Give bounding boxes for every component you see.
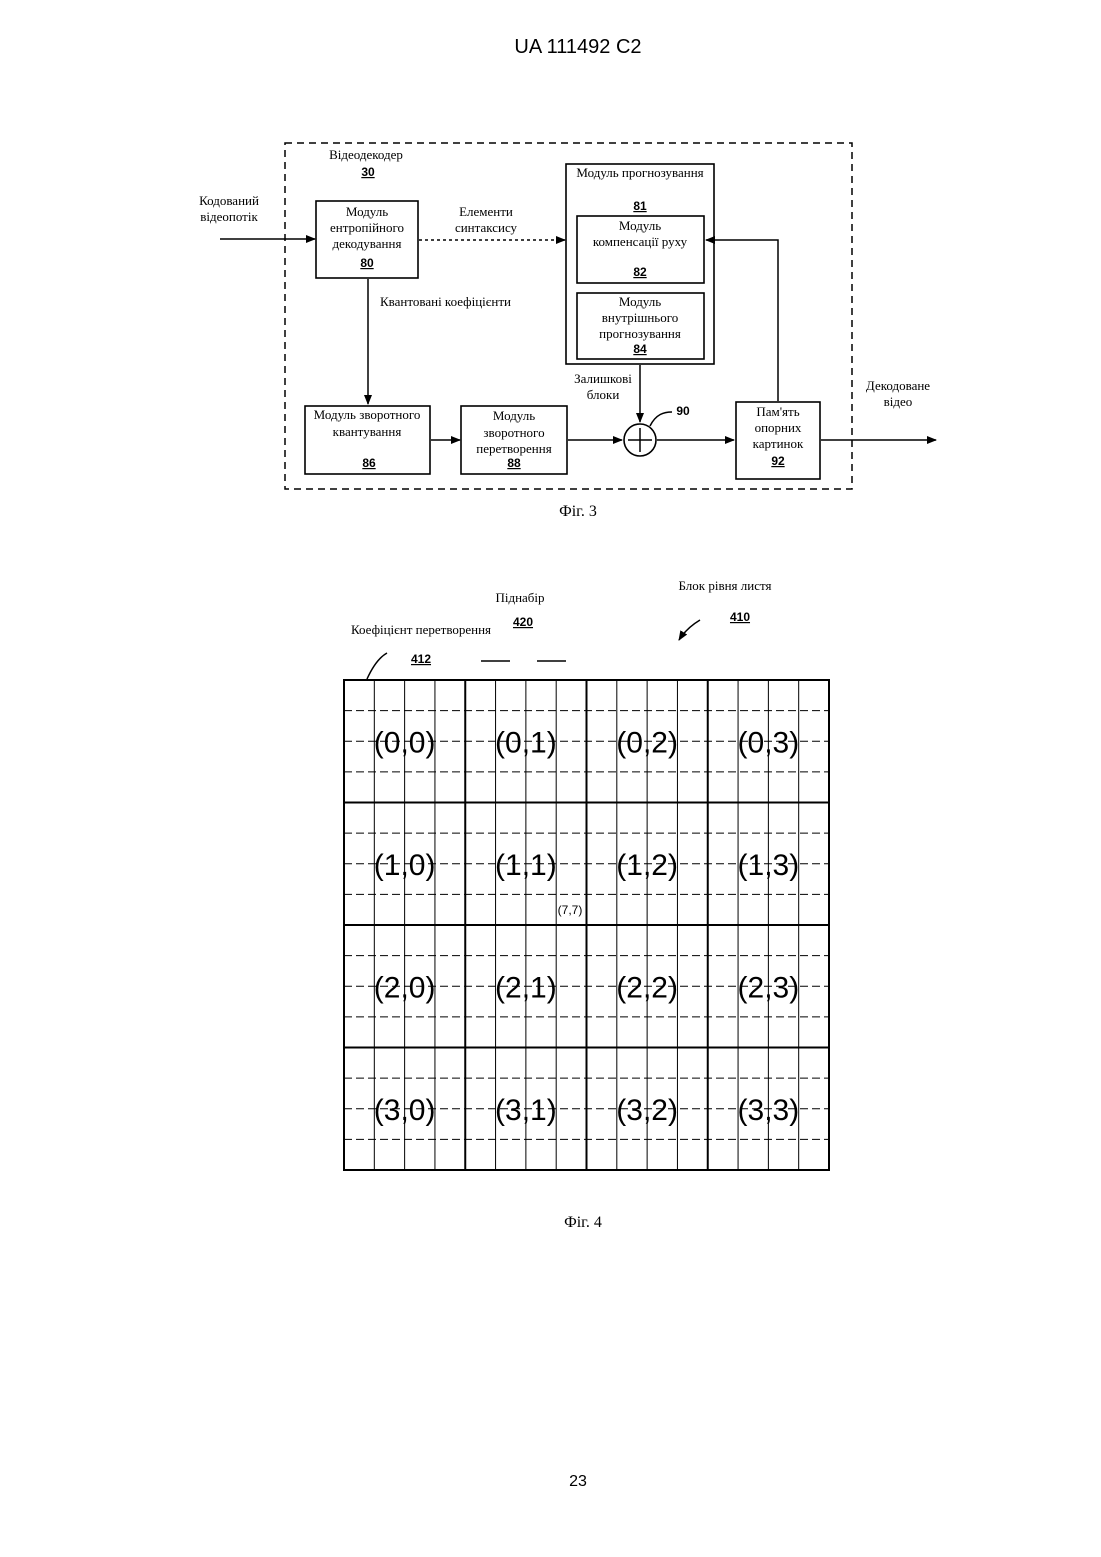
subset-label-1-3: (1,3) — [738, 849, 800, 882]
memory-feedback-arrow — [706, 240, 778, 401]
subset-label-3-1: (3,1) — [495, 1094, 557, 1127]
entropy-line-3: декодування — [333, 236, 402, 251]
decoder-label: Відеодекодер — [329, 147, 403, 162]
subset-num: 420 — [513, 615, 533, 629]
residual-label-2: блоки — [587, 387, 620, 402]
decoder-num: 30 — [361, 165, 375, 179]
output-label-1: Декодоване — [866, 378, 930, 393]
coef-num: 412 — [411, 652, 431, 666]
subset-label-3-0: (3,0) — [374, 1094, 436, 1127]
subset-label-1-0: (1,0) — [374, 849, 436, 882]
inv-quant-num: 86 — [362, 456, 376, 470]
fig4-caption: Фіг. 4 — [564, 1214, 602, 1231]
inv-transform-line-1: Модуль — [493, 408, 535, 423]
coefficient-grid: (0,0) (0,1) (0,2) (0,3) (1,0) (1,1) (1,2) (1,3)… — [344, 680, 829, 1170]
summer-num: 90 — [676, 404, 690, 418]
inv-transform-line-3: перетворення — [476, 441, 551, 456]
fig4-grid-diagram: Блок рівня листя 410 Піднабір 420 Коефіц… — [344, 578, 829, 1231]
leaf-label: Блок рівня листя — [679, 578, 772, 593]
prediction-title: Модуль прогнозування — [576, 165, 703, 180]
subset-label-3-2: (3,2) — [616, 1094, 678, 1127]
subset-label-0-2: (0,2) — [616, 726, 678, 759]
leaf-pointer-arrow — [679, 620, 700, 640]
entropy-num: 80 — [360, 256, 374, 270]
coef-leader — [367, 653, 387, 679]
summer-leader — [650, 412, 672, 426]
subset-label-1-1: (1,1) — [495, 849, 557, 882]
patent-number: UA 111492 C2 — [514, 36, 641, 58]
ref-memory-line-3: картинок — [753, 436, 804, 451]
input-label-2: відеопотік — [200, 209, 258, 224]
inv-transform-num: 88 — [507, 456, 521, 470]
intra-num: 84 — [633, 342, 647, 356]
fig3-caption: Фіг. 3 — [559, 503, 597, 520]
ref-memory-line-1: Пам'ять — [756, 404, 799, 419]
subset-label-0-0: (0,0) — [374, 726, 436, 759]
subset-label-2-2: (2,2) — [616, 971, 678, 1004]
subset-label-1-2: (1,2) — [616, 849, 678, 882]
motion-num: 82 — [633, 265, 647, 279]
subset-label-0-3: (0,3) — [738, 726, 800, 759]
subset-label-3-3: (3,3) — [738, 1094, 800, 1127]
output-label-2: відео — [884, 394, 913, 409]
intra-line-2: внутрішнього — [602, 310, 678, 325]
syntax-label-1: Елементи — [459, 204, 513, 219]
subset-label-0-1: (0,1) — [495, 726, 557, 759]
ref-memory-line-2: опорних — [755, 420, 802, 435]
quant-coef-label: Квантовані коефіцієнти — [380, 294, 511, 309]
residual-label-1: Залишкові — [574, 371, 632, 386]
entropy-line-2: ентропійного — [330, 220, 404, 235]
inv-quant-line-2: квантування — [333, 424, 402, 439]
intra-line-3: прогнозування — [599, 326, 681, 341]
motion-line-1: Модуль — [619, 218, 661, 233]
syntax-label-2: синтаксису — [455, 220, 518, 235]
intra-line-1: Модуль — [619, 294, 661, 309]
entropy-line-1: Модуль — [346, 204, 388, 219]
input-label-1: Кодований — [199, 193, 259, 208]
coef-7-7-label: (7,7) — [558, 903, 583, 917]
page-number: 23 — [569, 1473, 587, 1490]
inv-transform-line-2: зворотного — [483, 425, 544, 440]
subset-label: Піднабір — [495, 590, 544, 605]
fig3-block-diagram: Відеодекодер 30 Кодований відеопотік Мод… — [199, 143, 936, 520]
ref-memory-num: 92 — [771, 454, 785, 468]
subset-label-2-1: (2,1) — [495, 971, 557, 1004]
subset-label-2-0: (2,0) — [374, 971, 436, 1004]
inv-quant-line-1: Модуль зворотного — [314, 407, 421, 422]
prediction-num: 81 — [633, 199, 647, 213]
coef-label: Коефіцієнт перетворення — [351, 622, 491, 637]
leaf-num: 410 — [730, 610, 750, 624]
motion-line-2: компенсації руху — [593, 234, 688, 249]
subset-label-2-3: (2,3) — [738, 971, 800, 1004]
